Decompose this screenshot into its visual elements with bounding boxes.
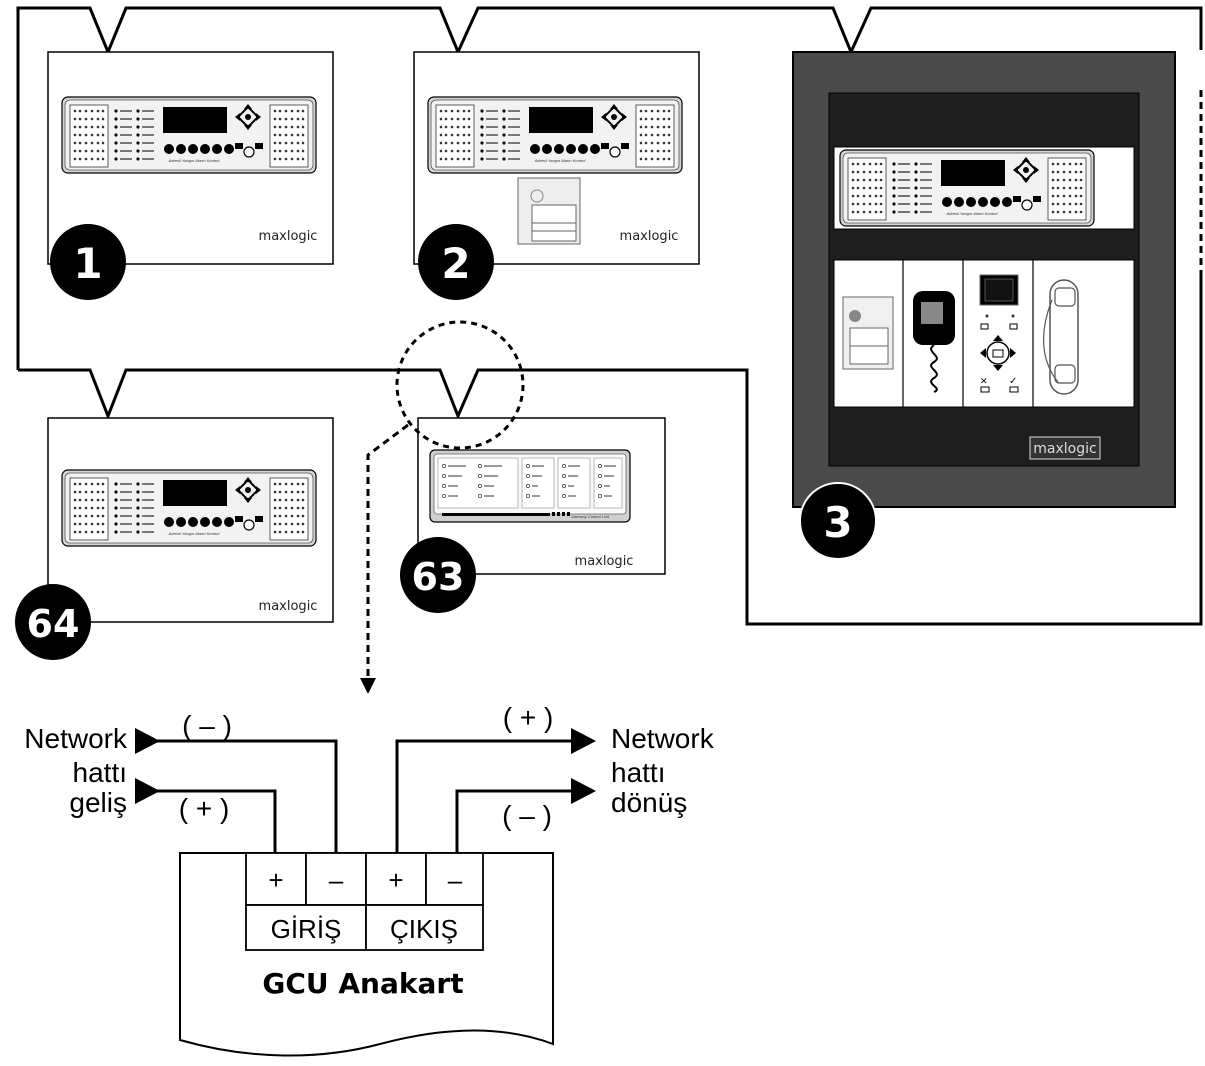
panel-64: Adresli Yangın Alarm Kontrol maxlogic 64 [15,417,334,660]
control-module-icon: ✕ ✓ [979,274,1019,393]
output-label: ÇIKIŞ [390,914,458,944]
telephone-handset-icon [1043,279,1079,395]
panel-2-badge [418,224,494,300]
outgoing-label-line-3: dönüş [611,787,687,818]
incoming-minus-arrowhead [135,728,160,754]
gcu-board-title: GCU Anakart [262,967,463,1000]
panel-2-brand: maxlogic [620,229,679,244]
outgoing-minus-arrowhead [571,778,596,804]
panel-64-brand: maxlogic [259,599,318,614]
svg-text:✕: ✕ [980,376,988,386]
panel-3-brand: maxlogic [1033,441,1096,457]
input-label: GİRİŞ [271,914,342,944]
panel-1: Adresli Yangın Alarm Kontrol maxlogic 1 [47,51,334,300]
incoming-plus-polarity: ( + ) [179,793,230,824]
zoom-callout-circle [395,320,525,450]
panel-1-badge [50,224,126,300]
wiring-lines [152,739,575,853]
outgoing-network-label: Network hattı dönüş [611,723,715,818]
terminal-block [245,852,484,951]
microphone-icon [913,291,955,393]
panel-64-caption: Adresli Yangın Alarm Kontrol [168,531,220,536]
panel-1-caption: Adresli Yangın Alarm Kontrol [168,158,220,163]
panel-2-number: 2 [441,239,470,288]
panel-64-badge [15,584,91,660]
panel-63-brand: maxlogic [575,554,634,569]
outgoing-label-line-2: hattı [611,757,665,788]
panel-3-cabinet: Adresli Yangın Alarm Kontrol [792,51,1176,560]
panel-3-caption: Adresli Yangın Alarm Kontrol [946,211,998,216]
printer-icon [517,177,581,245]
panel-2: Adresli Yangın Alarm Kontrol maxlogic 2 [413,51,700,300]
incoming-network-label: Network hattı geliş [24,723,128,818]
panel-63-caption: Gateway Control Unit [571,514,610,519]
incoming-label-line-2: hattı [73,757,127,788]
incoming-minus-polarity: ( – ) [182,710,232,741]
panel-63: Gateway Control Unit maxlogic 63 [400,417,666,613]
svg-text:✓: ✓ [1009,376,1017,387]
zoom-callout-arrowhead [360,678,376,694]
incoming-plus-arrowhead [135,778,160,804]
input-minus-terminal: – [329,865,344,895]
outgoing-minus-polarity: ( – ) [502,800,552,831]
outgoing-plus-arrowhead [571,728,596,754]
panel-3-number: 3 [823,498,852,547]
outgoing-label-line-1: Network [611,723,715,754]
panel-63-badge [400,537,476,613]
outgoing-plus-polarity: ( + ) [503,702,554,733]
panel-1-number: 1 [73,239,102,288]
panel-63-number: 63 [412,555,465,599]
panel-3-badge [799,482,877,560]
incoming-label-line-3: geliş [69,787,127,818]
panel-2-caption: Adresli Yangın Alarm Kontrol [534,158,586,163]
zoom-callout-line [366,423,409,680]
panel-64-number: 64 [27,602,80,646]
panel-1-brand: maxlogic [259,229,318,244]
printer-module-icon [842,296,894,370]
input-plus-terminal: + [268,865,283,895]
incoming-label-line-1: Network [24,723,128,754]
output-plus-terminal: + [388,865,403,895]
output-minus-terminal: – [448,865,463,895]
